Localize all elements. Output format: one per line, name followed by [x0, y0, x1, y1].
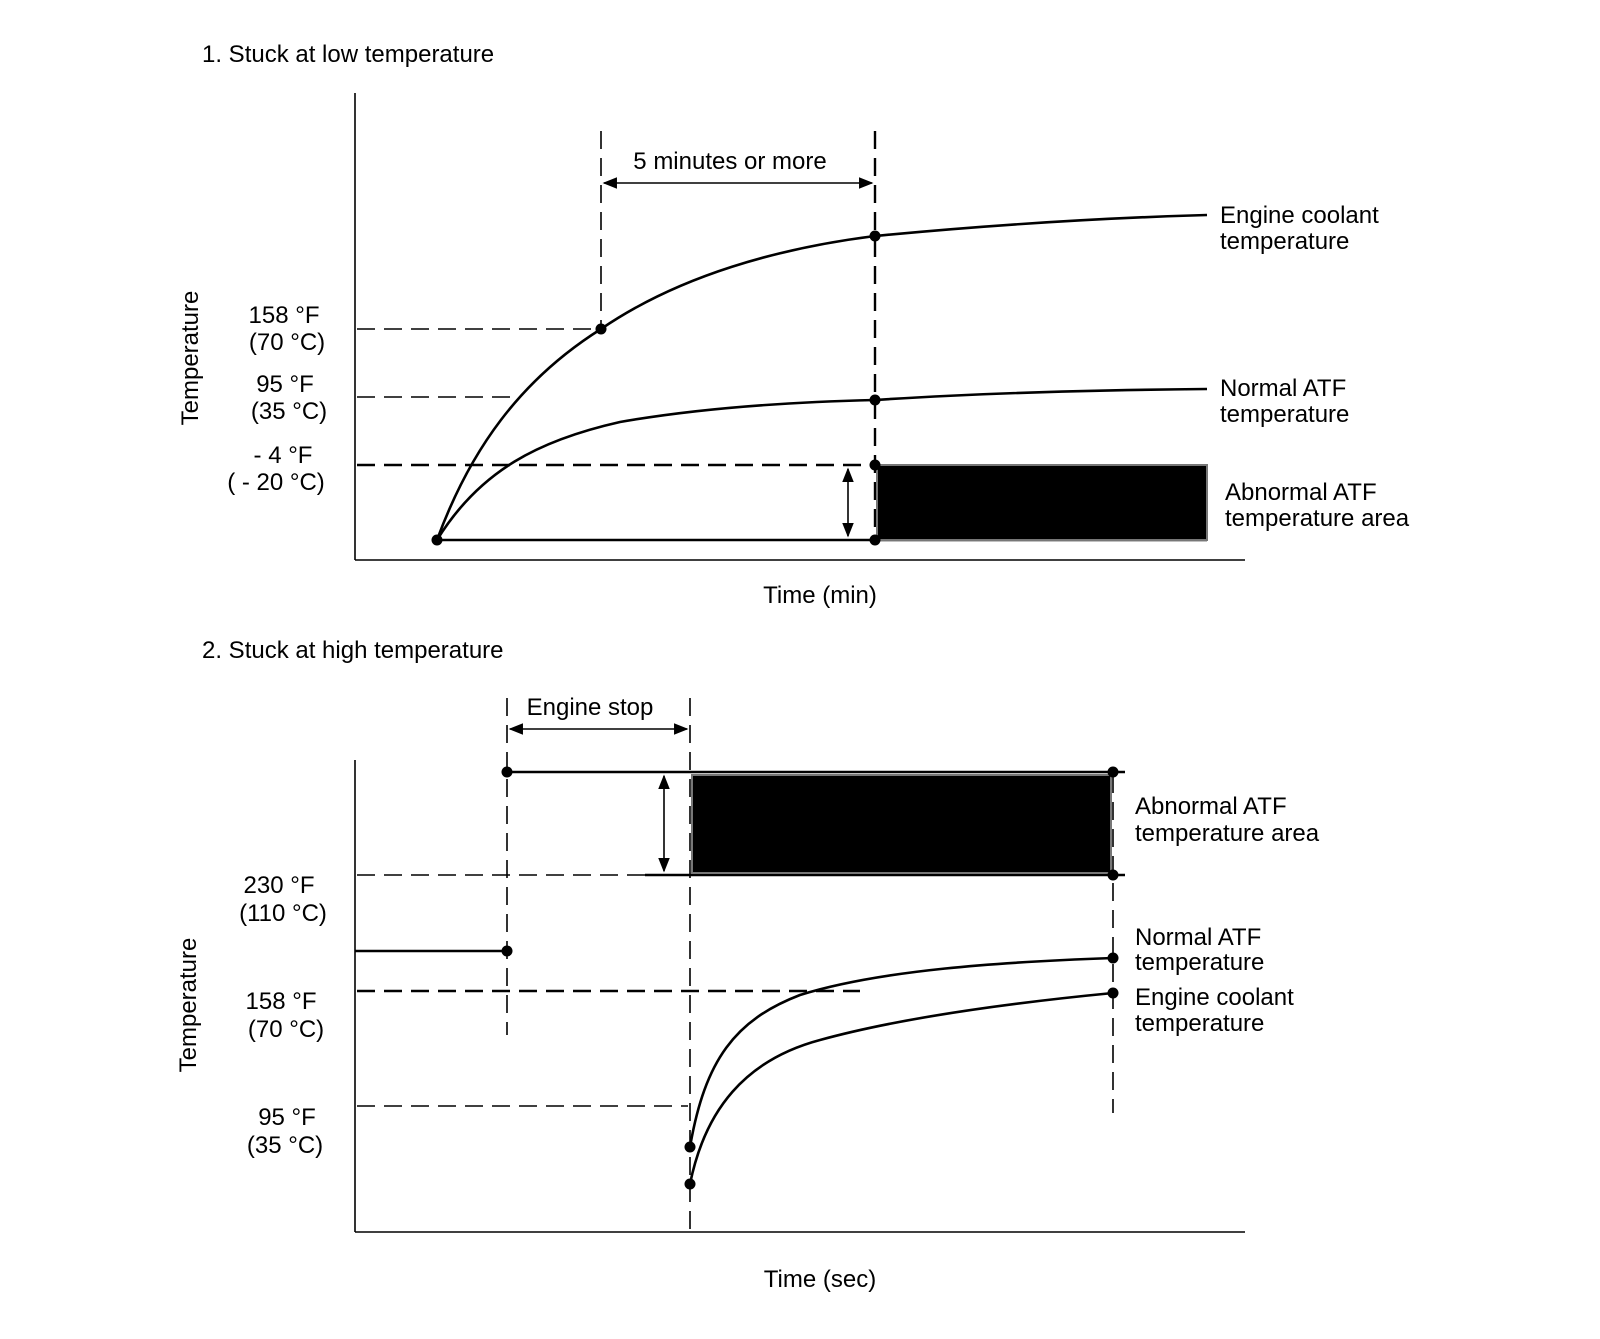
- panel2-tick-158f: 158 °F: [246, 988, 317, 1015]
- panel2-coolant-curve: [688, 991, 1114, 1185]
- panel2-y-axis-label: Temperature: [175, 938, 202, 1073]
- panel2-tick-35c: (35 °C): [247, 1132, 323, 1159]
- panel1-start-point: [431, 534, 443, 546]
- panel2-title: 2. Stuck at high temperature: [202, 637, 504, 664]
- panel2-tick-110c: (110 °C): [239, 900, 327, 927]
- panel1-span-label: 5 minutes or more: [633, 148, 826, 175]
- panel-stuck-high: 2. Stuck at high temperature Temperature…: [175, 637, 1320, 1293]
- panel1-tick-minus4f: - 4 °F: [254, 442, 313, 469]
- panel1-normal-atf-label-line1: Normal ATF: [1220, 375, 1346, 402]
- panel1-tick-95f: 95 °F: [256, 371, 314, 398]
- panel2-coolant-label-line2: temperature: [1135, 1010, 1264, 1037]
- panel2-coolant-start-point: [684, 1178, 696, 1190]
- panel2-tick-70c: (70 °C): [248, 1016, 324, 1043]
- panel2-abnormal-end-bottom-point: [1107, 869, 1119, 881]
- panel1-coolant-label-line1: Engine coolant: [1220, 202, 1379, 229]
- panel1-coolant-158f-point: [595, 323, 607, 335]
- panel1-title: 1. Stuck at low temperature: [202, 41, 494, 68]
- panel2-tick-230f: 230 °F: [244, 872, 315, 899]
- panel2-abnormal-start-point: [501, 766, 513, 778]
- panel2-abnormal-label-line1: Abnormal ATF: [1135, 793, 1287, 820]
- panel2-normal-atf-label-line2: temperature: [1135, 949, 1264, 976]
- panel2-x-axis-label: Time (sec): [764, 1266, 876, 1293]
- panel2-normal-atf-end-point: [1107, 952, 1119, 964]
- panel1-normal-atf-curve: [435, 387, 1208, 541]
- panel2-abnormal-area: [691, 774, 1112, 874]
- panel1-coolant-5min-point: [869, 230, 881, 242]
- panel1-coolant-curve: [435, 213, 1208, 541]
- panel2-coolant-label-line1: Engine coolant: [1135, 984, 1294, 1011]
- panel2-normal-atf-label-line1: Normal ATF: [1135, 924, 1261, 951]
- panel1-y-axis-label: Temperature: [177, 291, 204, 426]
- panel1-tick-70c: (70 °C): [249, 329, 325, 356]
- panel1-x-axis-label: Time (min): [763, 582, 877, 609]
- panel2-coolant-end-point: [1107, 987, 1119, 999]
- panel1-abnormal-top-point: [869, 459, 881, 471]
- panel2-abnormal-end-top-point: [1107, 766, 1119, 778]
- panel2-tick-95f: 95 °F: [258, 1104, 316, 1131]
- panel1-abnormal-area: [876, 464, 1208, 541]
- panel2-pre-stop-point: [501, 945, 513, 957]
- panel2-span-label: Engine stop: [527, 694, 654, 721]
- panel1-abnormal-label-line2: temperature area: [1225, 505, 1410, 532]
- panel1-coolant-label-line2: temperature: [1220, 228, 1349, 255]
- panel1-tick-158f: 158 °F: [249, 302, 320, 329]
- panel2-normal-atf-start-point: [684, 1141, 696, 1153]
- panel1-abnormal-bottom-point: [869, 534, 881, 546]
- panel1-normal-atf-5min-point: [869, 394, 881, 406]
- panel1-tick-35c: (35 °C): [251, 398, 327, 425]
- panel-stuck-low: 1. Stuck at low temperature Temperature …: [177, 41, 1410, 609]
- panel2-normal-atf-curve: [688, 956, 1114, 1148]
- panel1-tick-minus20c: ( - 20 °C): [227, 469, 325, 496]
- panel1-normal-atf-label-line2: temperature: [1220, 401, 1349, 428]
- panel2-abnormal-label-line2: temperature area: [1135, 820, 1320, 847]
- panel1-abnormal-label-line1: Abnormal ATF: [1225, 479, 1377, 506]
